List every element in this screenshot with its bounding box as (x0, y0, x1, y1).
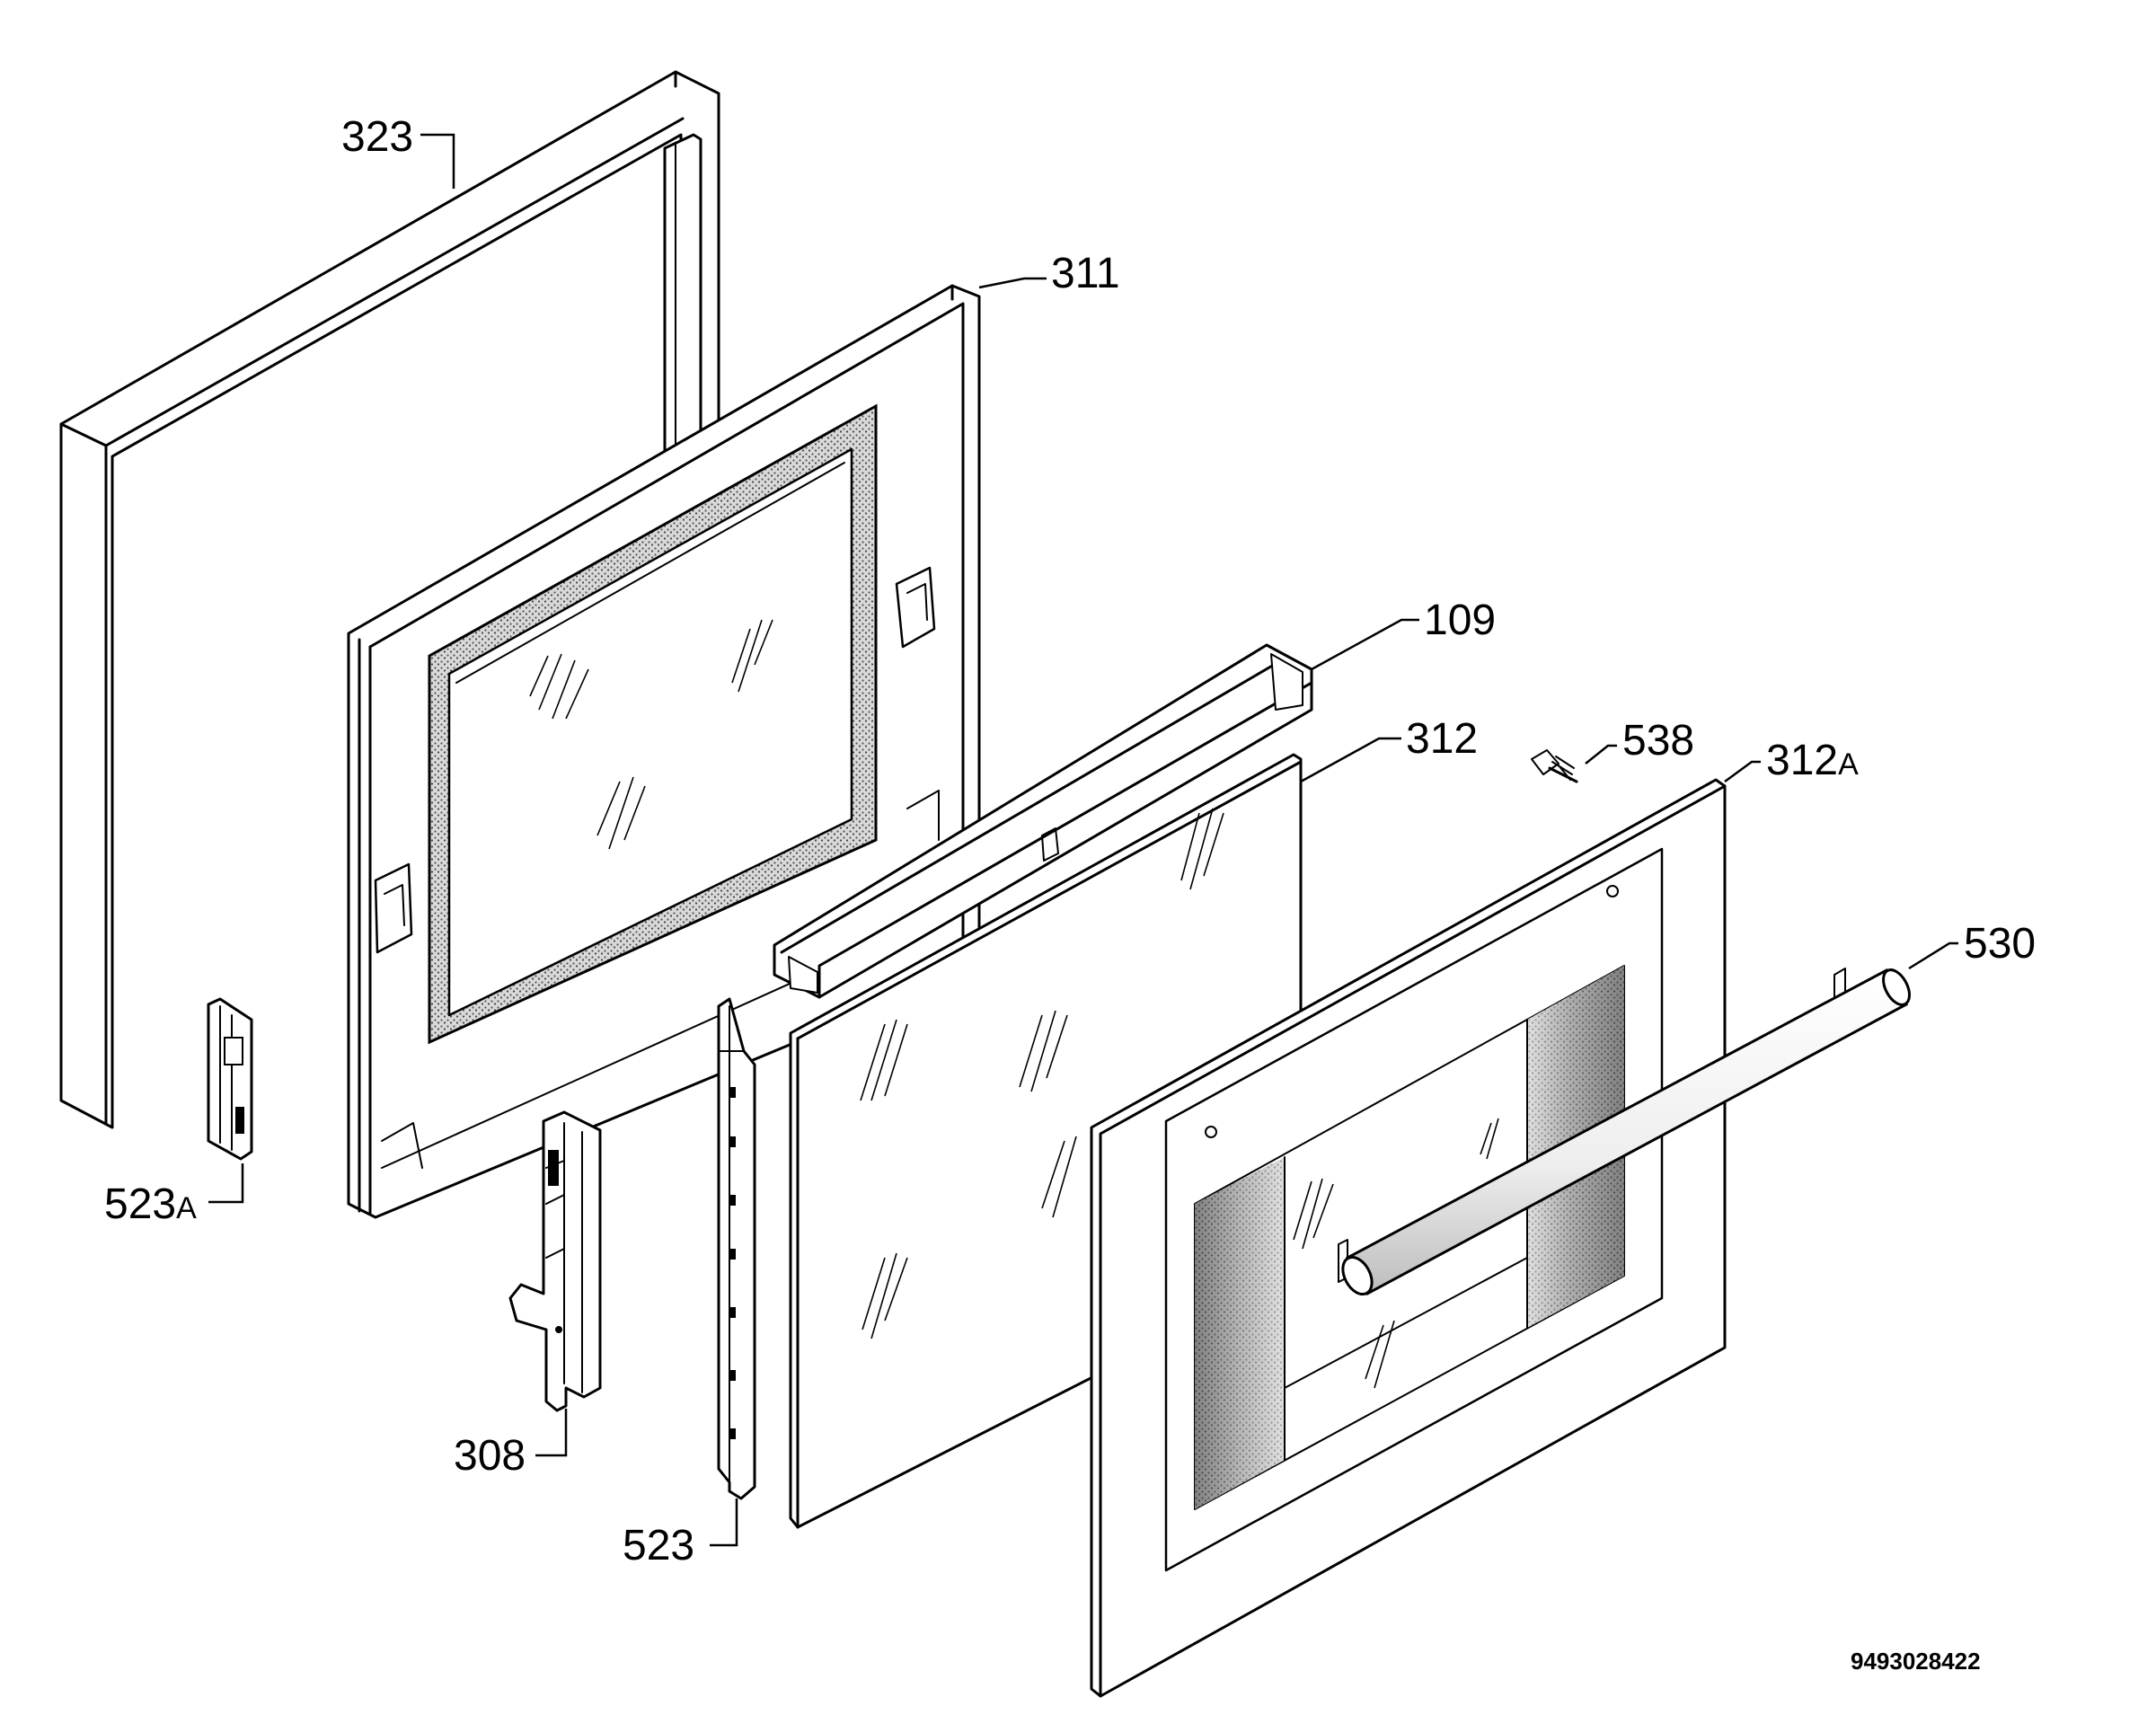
label-523: 523 (623, 1522, 694, 1569)
label-523a-suffix: A (176, 1191, 197, 1225)
label-311: 311 (1051, 250, 1120, 297)
slot-marks (730, 1087, 736, 1439)
label-308: 308 (454, 1432, 526, 1480)
label-312a: 312A (1766, 737, 1859, 784)
part-labels: 323 311 109 312 538 312A 530 523A 308 52… (104, 113, 2036, 1675)
label-523a: 523A (104, 1180, 197, 1228)
side-bracket-part-523 (717, 997, 756, 1500)
small-clip-part-523a (207, 997, 253, 1161)
label-312a-suffix: A (1838, 747, 1859, 782)
label-530: 530 (1964, 920, 2036, 968)
label-312a-number: 312 (1766, 737, 1838, 784)
label-109: 109 (1424, 597, 1496, 644)
label-523a-number: 523 (104, 1180, 176, 1228)
hinge-part-308 (508, 1110, 602, 1412)
label-538: 538 (1622, 717, 1694, 765)
leader-lines (208, 133, 1958, 1547)
screw-part-538 (1531, 749, 1578, 783)
label-312: 312 (1406, 715, 1478, 763)
outer-glass-door-part-312a (1090, 778, 1911, 1698)
door-handle-part-530 (1338, 968, 1911, 1296)
drawing-code: 9493028422 (1851, 1648, 1981, 1675)
top-profile-strip-part-109 (773, 643, 1313, 999)
label-323: 323 (341, 113, 413, 161)
